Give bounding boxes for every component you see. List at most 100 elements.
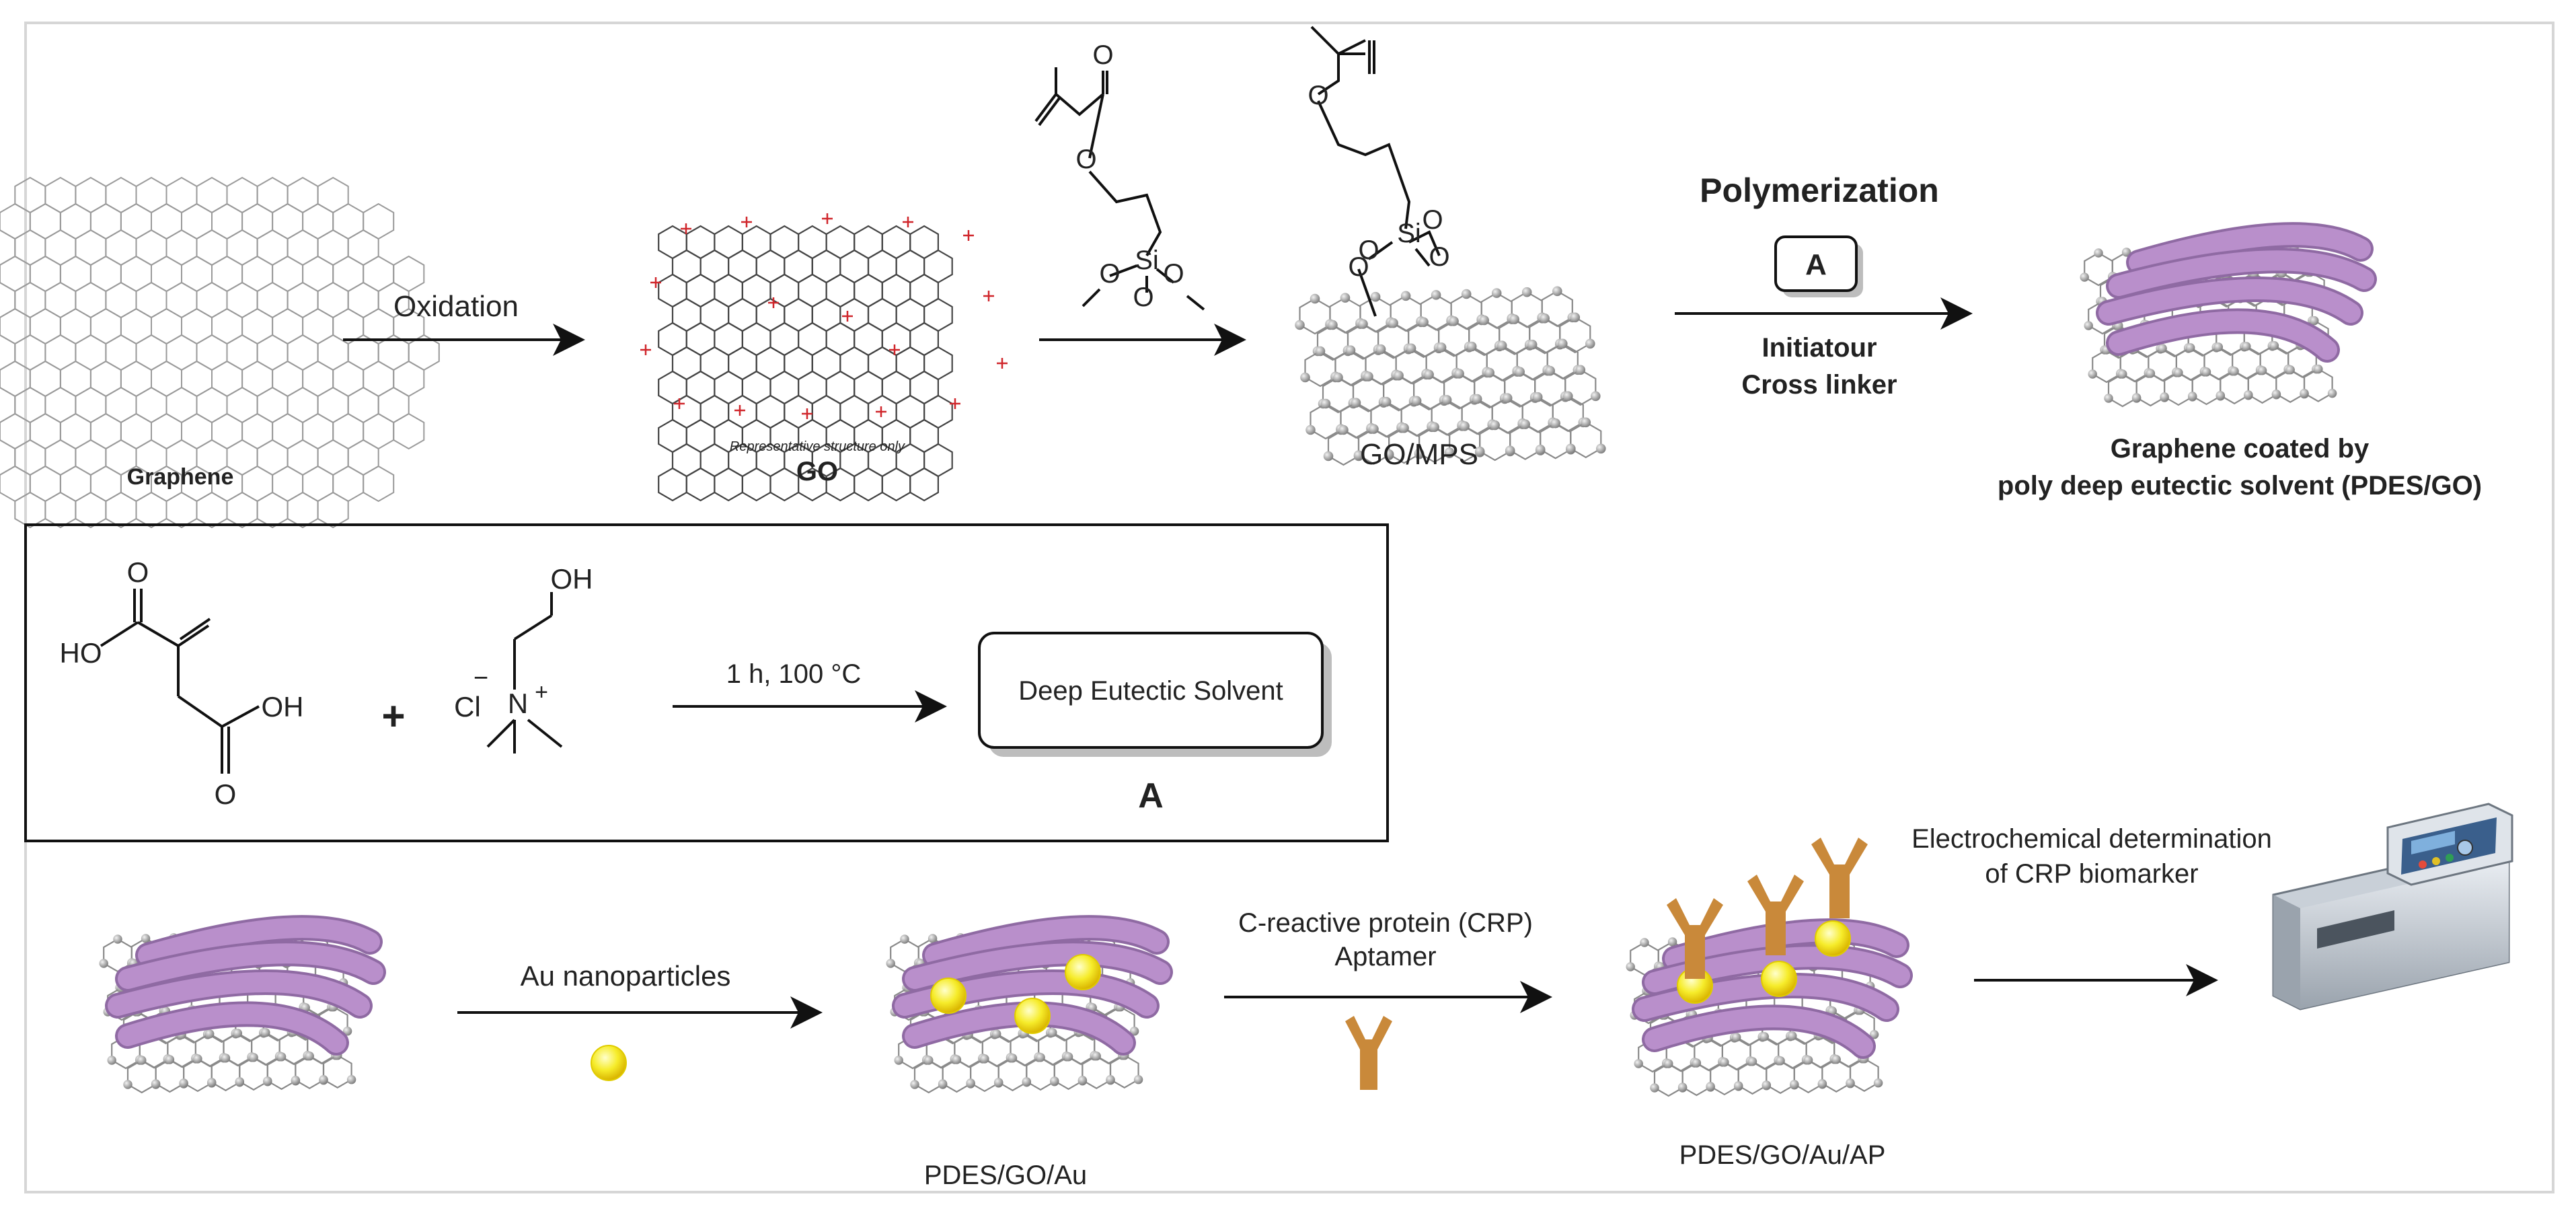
carbon-atom [1677, 1082, 1688, 1092]
go-note: Representative structure only [730, 439, 905, 454]
polymer-band [1665, 921, 1907, 969]
graphene-hexagon [44, 281, 77, 319]
carbon-atom [1491, 288, 1502, 298]
carbon-atom [2088, 369, 2097, 379]
graphene-hexagon [256, 176, 289, 214]
graphene-hexagon [165, 176, 198, 214]
graphene-hexagon [59, 360, 91, 398]
graphene-hexagon [211, 307, 243, 345]
mps-atom-label: Si [1135, 246, 1159, 275]
graphene-hexagon [75, 229, 107, 266]
carbon-atom [99, 959, 108, 968]
carbon-atom [1540, 313, 1550, 324]
carbon-atom [1394, 370, 1404, 381]
carbon-atom [2257, 366, 2267, 375]
carbon-atom [1444, 447, 1455, 457]
polymerization-title: Polymerization [1700, 172, 1939, 209]
carbon-atom [221, 1054, 231, 1063]
carbon-atom [1776, 1056, 1785, 1066]
graphene-hexagon [241, 255, 274, 293]
itaconic-acid-structure [100, 589, 260, 774]
graphene-hexagon [256, 439, 289, 476]
carbon-atom [179, 1078, 188, 1088]
sheet-bond [1793, 1059, 1823, 1094]
carbon-atom [1431, 290, 1441, 300]
carbon-atom [1788, 1031, 1797, 1041]
carbon-atom [1720, 1058, 1729, 1067]
graphene-hexagon [14, 334, 46, 371]
graphene-hexagon [135, 334, 167, 371]
graphene-hexagon [332, 202, 365, 240]
graphene-hexagon [14, 439, 46, 476]
carbon-atom [1411, 396, 1422, 406]
carbon-atom [900, 934, 909, 944]
graphene-hexagon [287, 491, 319, 529]
sheet-bond [1766, 1060, 1795, 1095]
graphene-hexagon [363, 202, 395, 240]
graphene-hexagon [363, 360, 395, 398]
detect-line2: of CRP biomarker [1985, 859, 2198, 889]
carbon-atom [1869, 1029, 1879, 1039]
des-box-frame [24, 523, 1389, 842]
carbon-atom [2300, 388, 2309, 398]
sheet-bond [2247, 369, 2277, 404]
carbon-atom [1381, 396, 1392, 407]
graphene-hexagon [0, 334, 16, 371]
carbon-atom [2084, 321, 2093, 330]
carbon-atom [1515, 367, 1525, 377]
carbon-atom [113, 934, 122, 944]
choline-minus: − [473, 664, 488, 692]
carbon-atom [2201, 367, 2211, 377]
graphene-hexagon [241, 202, 274, 240]
graphene-hexagon [105, 176, 137, 214]
sheet-bond [211, 1057, 241, 1092]
graphene-hexagon [287, 439, 319, 476]
au-label: Au nanoparticles [521, 960, 731, 992]
graphene-hexagon [317, 491, 349, 529]
sheet-bond [2135, 372, 2166, 407]
go-mps-label: GO/MPS [1360, 438, 1478, 471]
graphene-hexagon [135, 491, 167, 529]
carbon-atom [1369, 424, 1379, 434]
carbon-atom [305, 1051, 314, 1061]
carbon-atom [1418, 317, 1429, 328]
choline-chloride-structure [486, 592, 563, 753]
carbon-atom [193, 1054, 202, 1064]
sheet-bond [1564, 369, 1597, 406]
carbon-atom [1490, 420, 1500, 431]
carbon-atom [1472, 394, 1482, 404]
carbon-atom [1535, 444, 1546, 455]
graphene-hexagon [317, 176, 349, 214]
carbon-atom [938, 1079, 948, 1089]
carbon-atom [276, 1052, 287, 1062]
carbon-atom [1315, 346, 1326, 357]
graphene-hexagon [287, 334, 319, 371]
carbon-atom [2158, 344, 2167, 353]
aptamer [1811, 838, 1868, 918]
carbon-atom [1310, 293, 1320, 304]
carbon-atom [1532, 392, 1543, 402]
carbon-atom [2146, 369, 2156, 378]
pdes-go-polymer [2096, 222, 2377, 363]
pdes-go-polymer-bottom [105, 915, 386, 1056]
graphene-hexagon [211, 255, 243, 293]
sheet-bond [997, 1057, 1028, 1092]
graphene-hexagon [44, 229, 77, 266]
go-functional-group [876, 406, 886, 417]
go-hexagon [714, 467, 743, 502]
graphene-hexagon [0, 229, 16, 266]
graphene-hexagon [196, 334, 228, 371]
go-functional-group [950, 398, 960, 409]
plus-sign: + [381, 694, 405, 739]
sheet-bond [2303, 368, 2333, 402]
graphene-hexagon [105, 229, 137, 266]
carbon-atom [1479, 315, 1489, 326]
sheet-bond [155, 1058, 185, 1093]
carbon-atom [1502, 393, 1513, 403]
graphene-hexagon [181, 202, 213, 240]
carbon-atom [1831, 1054, 1841, 1064]
aptamer [1667, 898, 1723, 979]
sheet-bond [1109, 1054, 1139, 1089]
carbon-atom [1441, 395, 1452, 405]
